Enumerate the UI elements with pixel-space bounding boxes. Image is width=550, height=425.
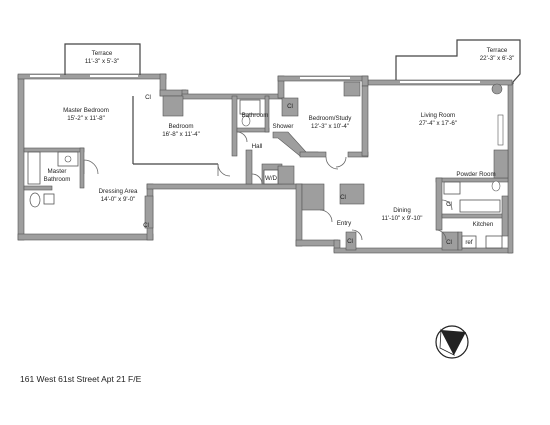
dining-dims: 11'-10" x 9'-10" <box>381 215 422 222</box>
door-swings <box>83 131 453 241</box>
dining-label: Dining <box>393 207 411 214</box>
living-room-label: Living Room <box>421 112 455 119</box>
north-arrow-icon <box>435 325 469 359</box>
fixtures <box>27 99 503 249</box>
listing-caption: 161 West 61st Street Apt 21 F/E <box>20 374 142 384</box>
terrace-right-label: Terrace <box>487 47 508 54</box>
wd-label: W/D <box>265 175 278 182</box>
terrace-right-dims: 22'-3" x 6'-3" <box>480 55 515 62</box>
terrace-left-outline <box>64 43 141 75</box>
windows <box>30 75 504 146</box>
bedroom-study-label: Bedroom/Study <box>309 115 353 122</box>
terrace-left-dims: 11'-3" x 5'-3" <box>85 58 119 65</box>
ref-label: ref <box>465 239 473 246</box>
kitchen-label: Kitchen <box>473 221 494 228</box>
dressing-area-dims: 14'-0" x 9'-0" <box>101 196 136 203</box>
hall-label: Hall <box>252 143 263 150</box>
terrace-left-label: Terrace <box>92 50 113 57</box>
closet-label: Cl <box>143 222 149 229</box>
entry-label: Entry <box>337 220 352 227</box>
bedroom-dims: 16'-8" x 11'-4" <box>162 131 200 138</box>
powder-room-label: Powder Room <box>456 171 495 178</box>
closet-label: Cl <box>446 239 452 246</box>
bathroom-label: Bathroom <box>242 112 269 119</box>
living-room-dims: 27'-4" x 17'-6" <box>419 120 457 127</box>
shower-label: Shower <box>273 123 294 130</box>
closet-label: Cl <box>287 103 293 110</box>
master-bedroom-label: Master Bedroom <box>63 107 109 114</box>
bedroom-study-dims: 12'-3" x 10'-4" <box>311 123 349 130</box>
master-bathroom-label-2: Bathroom <box>44 176 71 183</box>
interior-walls <box>23 81 509 251</box>
bedroom-label: Bedroom <box>168 123 193 130</box>
closet-label: Cl <box>145 94 151 101</box>
closet-label: Cl <box>446 201 452 208</box>
closet-label: Cl <box>340 194 346 201</box>
master-bedroom-dims: 15'-2" x 11'-8" <box>67 115 105 122</box>
terrace-right-outline <box>395 39 521 95</box>
dressing-area-label: Dressing Area <box>99 188 138 195</box>
closet-label: Cl <box>347 238 353 245</box>
master-bathroom-label-1: Master <box>48 168 67 175</box>
